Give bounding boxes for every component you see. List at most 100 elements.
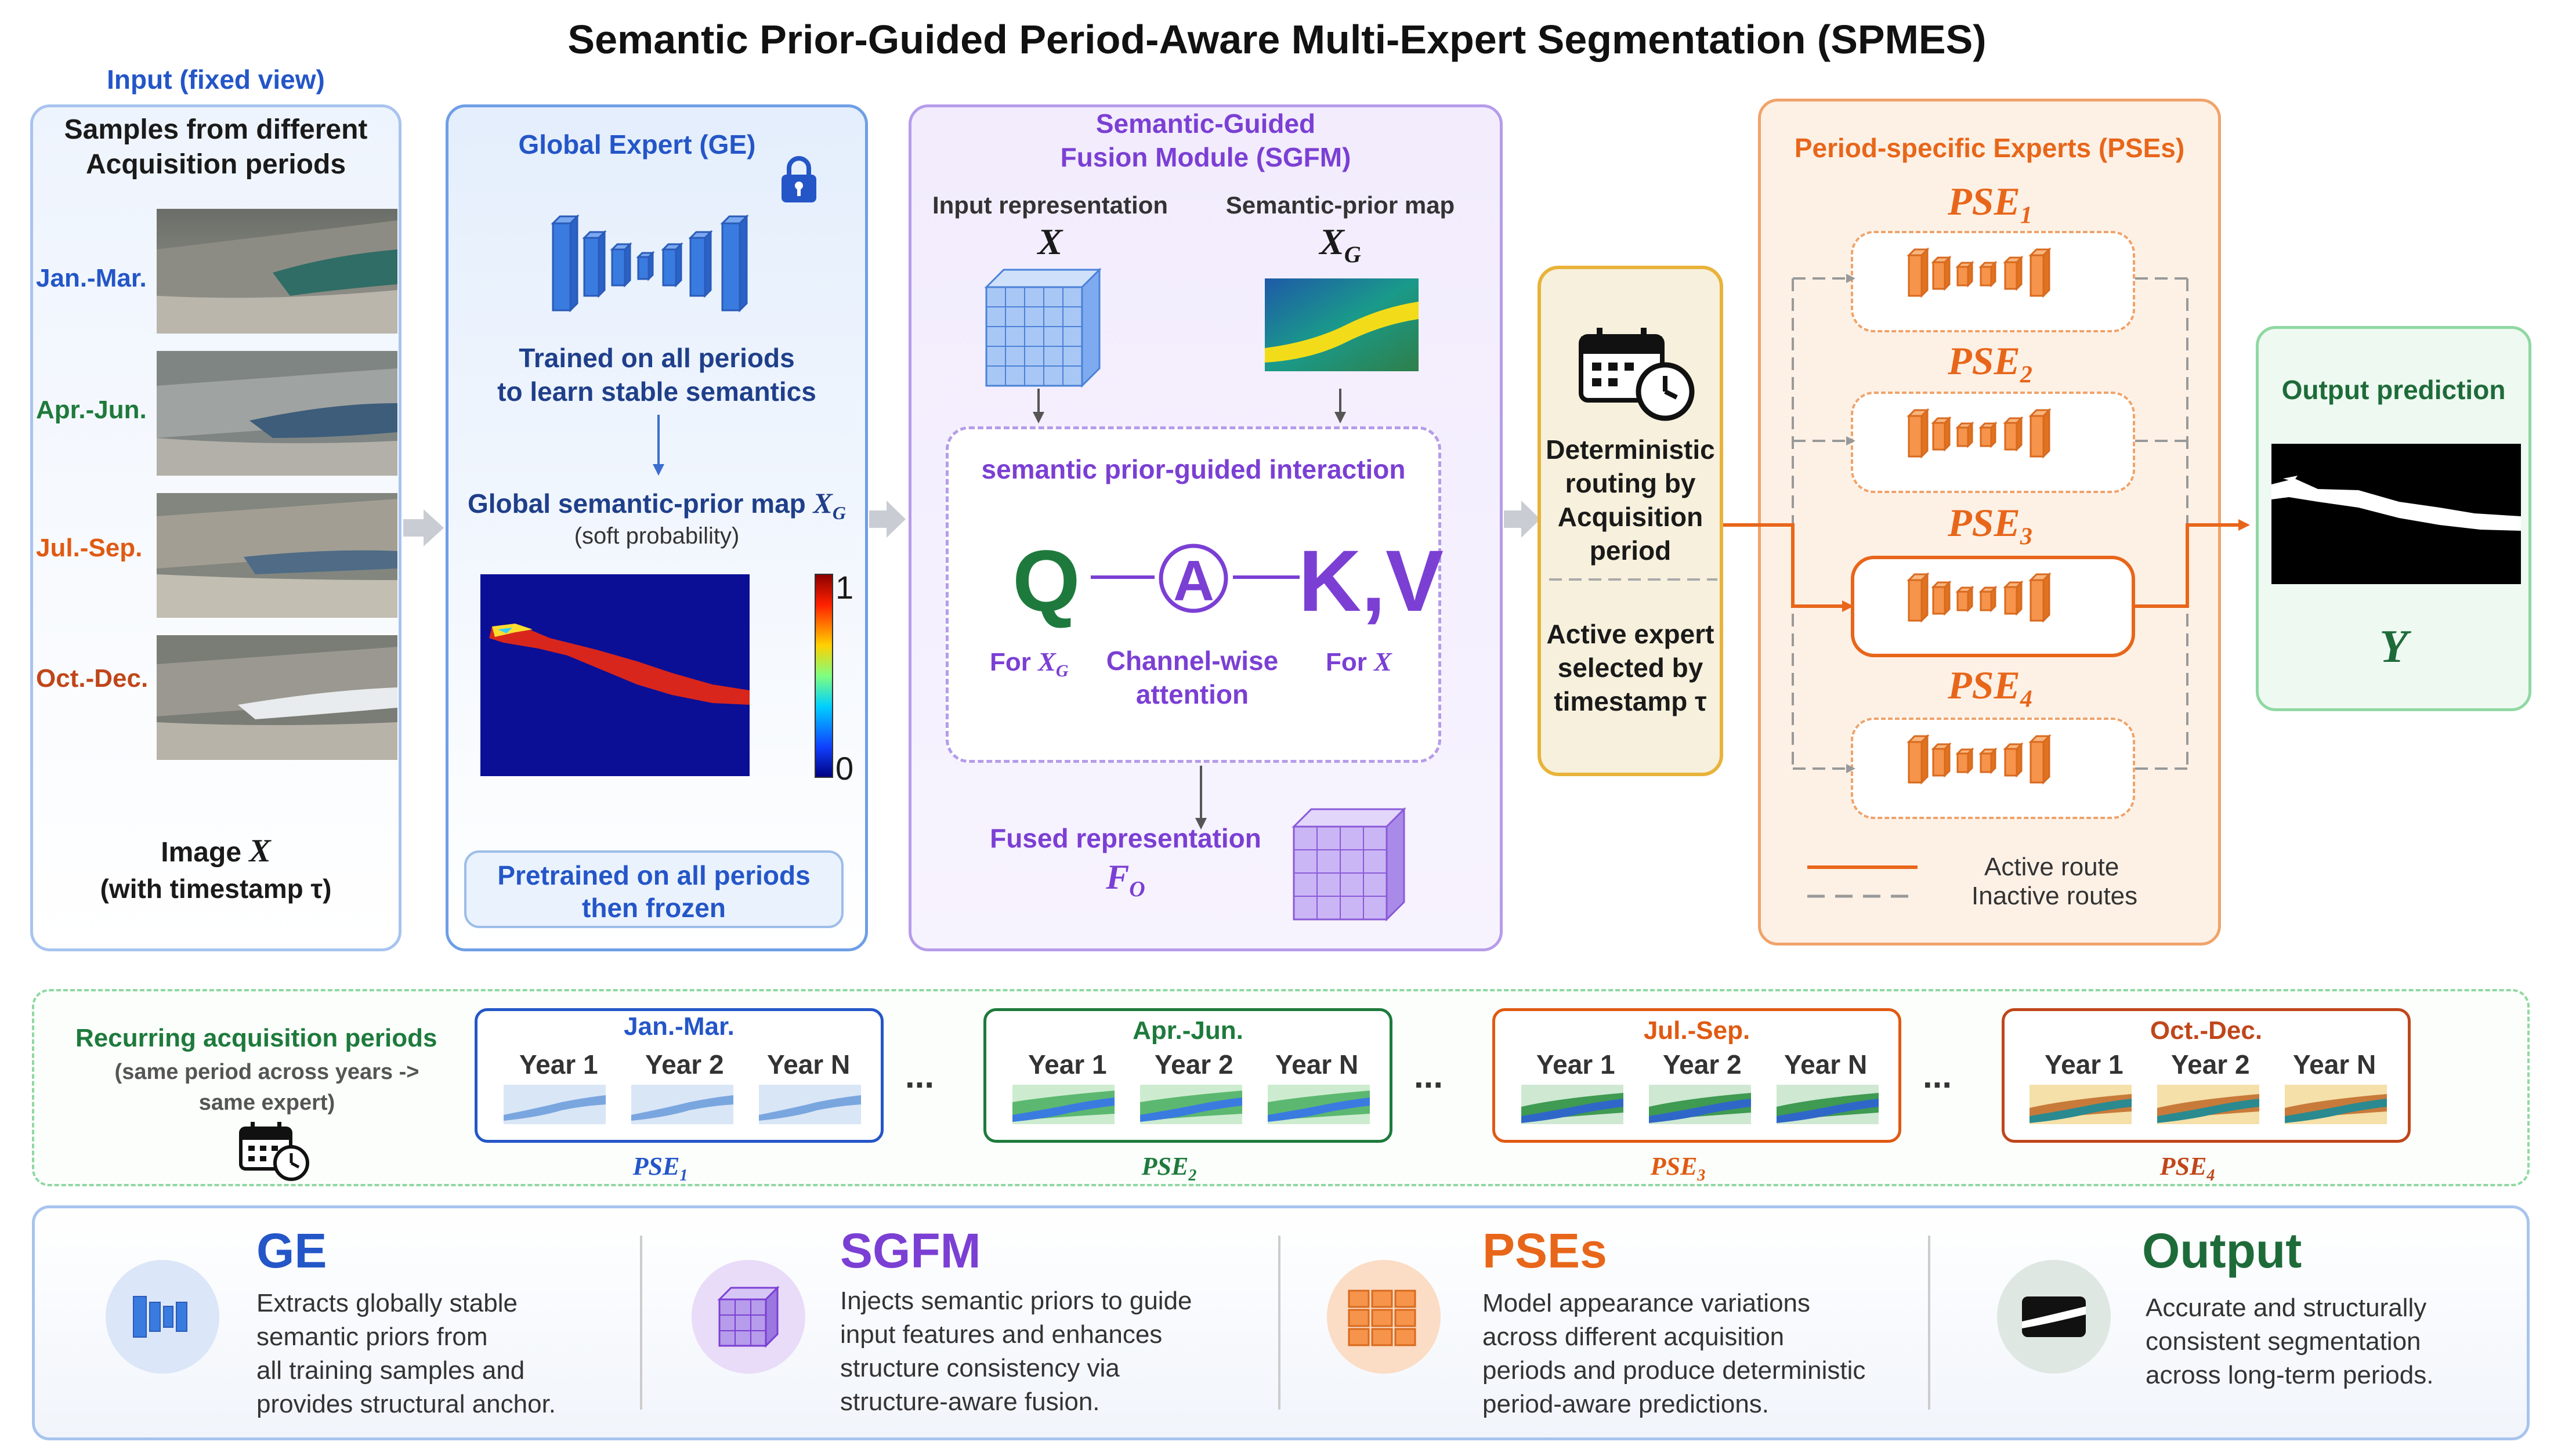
legend-active: Active route <box>1984 853 2119 881</box>
interaction-title: semantic prior-guided interaction <box>981 454 1406 484</box>
ge-summary-line1: Extracts globally stable <box>256 1289 518 1317</box>
group-4-thumbnails <box>2030 1085 2387 1124</box>
output-summary-line2: consistent segmentation <box>2146 1327 2421 1356</box>
calendar-clock-icon <box>1579 328 1695 421</box>
input-subtitle-2: Acquisition periods <box>85 149 346 180</box>
image-label-text: Image <box>161 837 242 868</box>
ge-trained-line1: Trained on all periods <box>519 343 795 373</box>
summary-bar <box>32 1205 2530 1440</box>
photo-jul-sep <box>157 493 397 618</box>
input-panel-header: Input (fixed view) <box>107 64 325 95</box>
pse-label-3: PSE3 <box>1948 501 2032 550</box>
pse-summary-icon <box>1327 1260 1441 1374</box>
diagram-title: Semantic Prior-Guided Period-Aware Multi… <box>567 17 1987 62</box>
group-3-year-2: Year 2 <box>1663 1049 1742 1080</box>
photo-oct-dec <box>157 635 397 760</box>
sgfm-input-arrows <box>1033 389 1346 423</box>
ge-map-symbol: XG <box>813 487 846 523</box>
ge-summary-line3: all training samples and <box>256 1356 525 1385</box>
encoder-decoder-icon <box>551 214 749 313</box>
period-group-3-title: Jul.-Sep. <box>1643 1016 1750 1045</box>
for-x-label: For X <box>1326 647 1392 676</box>
routing-line2: routing by <box>1565 468 1696 498</box>
colorbar <box>815 574 833 778</box>
routing-lines <box>1723 274 2250 773</box>
attention-a-icon <box>1159 544 1228 613</box>
kv-label: K,V <box>1298 532 1444 629</box>
photo-apr-jun <box>157 351 397 476</box>
ge-summary-line2: semantic priors from <box>256 1323 488 1351</box>
output-summary-title: Output <box>2142 1223 2302 1278</box>
ge-summary-title: GE <box>256 1223 327 1278</box>
sgfm-header-2: Fusion Module (SGFM) <box>1060 142 1351 172</box>
fused-label: Fused representation <box>990 823 1261 853</box>
ge-down-arrow <box>653 415 664 476</box>
calendar-clock-small-icon <box>239 1122 309 1181</box>
period-label-apr-jun: Apr.-Jun. <box>36 396 147 424</box>
sgfm-summary-line1: Injects semantic priors to guide <box>840 1287 1192 1315</box>
group-3-thumbnails <box>1521 1085 1879 1124</box>
period-group-2-title: Apr.-Jun. <box>1133 1016 1243 1045</box>
period-group-4-title: Oct.-Dec. <box>2150 1016 2263 1045</box>
group-1-expert: PSE1 <box>632 1152 688 1185</box>
input-rep-cube <box>984 267 1102 388</box>
pse-summary-line2: across different acquisition <box>1482 1323 1785 1351</box>
ellipsis-2: ... <box>1414 1056 1444 1095</box>
routing-line1: Deterministic <box>1546 434 1715 465</box>
routing-line4: period <box>1589 535 1672 566</box>
fused-cube <box>1292 807 1406 922</box>
group-3-year-1: Year 1 <box>1536 1049 1615 1080</box>
colorbar-min: 0 <box>835 750 854 787</box>
arrow-sgfm-to-routing <box>1504 501 1540 538</box>
ge-map-note: (soft probability) <box>574 523 740 549</box>
output-mask <box>2271 444 2521 584</box>
legend-inactive: Inactive routes <box>1971 882 2138 910</box>
recurring-title: Recurring acquisition periods <box>75 1024 437 1052</box>
group-3-year-n: Year N <box>1784 1049 1868 1080</box>
pse-label-2: PSE2 <box>1948 339 2032 389</box>
legend-lines <box>1807 865 1918 898</box>
routing-line3: Acquisition <box>1557 502 1703 532</box>
group-4-year-n: Year N <box>2293 1049 2376 1080</box>
photo-jan-mar <box>157 209 397 334</box>
ge-frozen-note-line1: Pretrained on all periods <box>497 860 811 890</box>
sgfm-summary-line4: structure-aware fusion. <box>840 1388 1100 1416</box>
group-2-thumbnails <box>1012 1085 1370 1124</box>
image-symbol: X <box>249 833 271 869</box>
group-1-year-1: Year 1 <box>519 1049 598 1080</box>
output-summary-line3: across long-term periods. <box>2146 1361 2434 1389</box>
output-summary-icon <box>1997 1260 2111 1374</box>
ellipsis-1: ... <box>905 1056 935 1095</box>
period-label-oct-dec: Oct.-Dec. <box>36 664 149 693</box>
routing-line5: Active expert <box>1546 619 1714 649</box>
timestamp-label: (with timestamp τ) <box>100 874 332 904</box>
arrow-ge-to-sgfm <box>869 501 906 538</box>
summary-dividers <box>640 1236 1930 1410</box>
group-2-expert: PSE2 <box>1141 1152 1197 1185</box>
group-2-year-n: Year N <box>1275 1049 1359 1080</box>
image-x-label: Image X <box>30 832 401 870</box>
pse-summary-line4: period-aware predictions. <box>1482 1390 1770 1418</box>
output-header: Output prediction <box>2281 375 2506 405</box>
pse-label-1: PSE1 <box>1948 179 2032 229</box>
period-label-jul-sep: Jul.-Sep. <box>36 534 143 562</box>
ellipsis-3: ... <box>1923 1056 1952 1095</box>
group-3-expert: PSE3 <box>1650 1152 1706 1185</box>
sgfm-header-1: Semantic-Guided <box>1095 108 1316 139</box>
group-1-year-n: Year N <box>767 1049 851 1080</box>
sgfm-summary-line2: input features and enhances <box>840 1320 1163 1349</box>
ge-header: Global Expert (GE) <box>518 129 756 160</box>
routing-line7: timestamp τ <box>1554 686 1707 716</box>
colorbar-max: 1 <box>835 569 854 606</box>
q-label: Q <box>1012 532 1080 629</box>
prior-heatmap <box>480 574 750 776</box>
attention-line1: Channel-wise <box>1106 646 1279 676</box>
ge-summary-line4: provides structural anchor. <box>256 1390 556 1418</box>
ge-map-label-text: Global semantic-prior map <box>467 488 806 519</box>
lock-icon <box>782 156 816 202</box>
ge-summary-icon <box>106 1260 219 1374</box>
prior-map-label: Semantic-prior map <box>1225 191 1455 219</box>
group-1-thumbnails <box>504 1085 861 1124</box>
sgfm-summary-title: SGFM <box>840 1223 981 1278</box>
sgfm-summary-icon <box>692 1260 805 1374</box>
